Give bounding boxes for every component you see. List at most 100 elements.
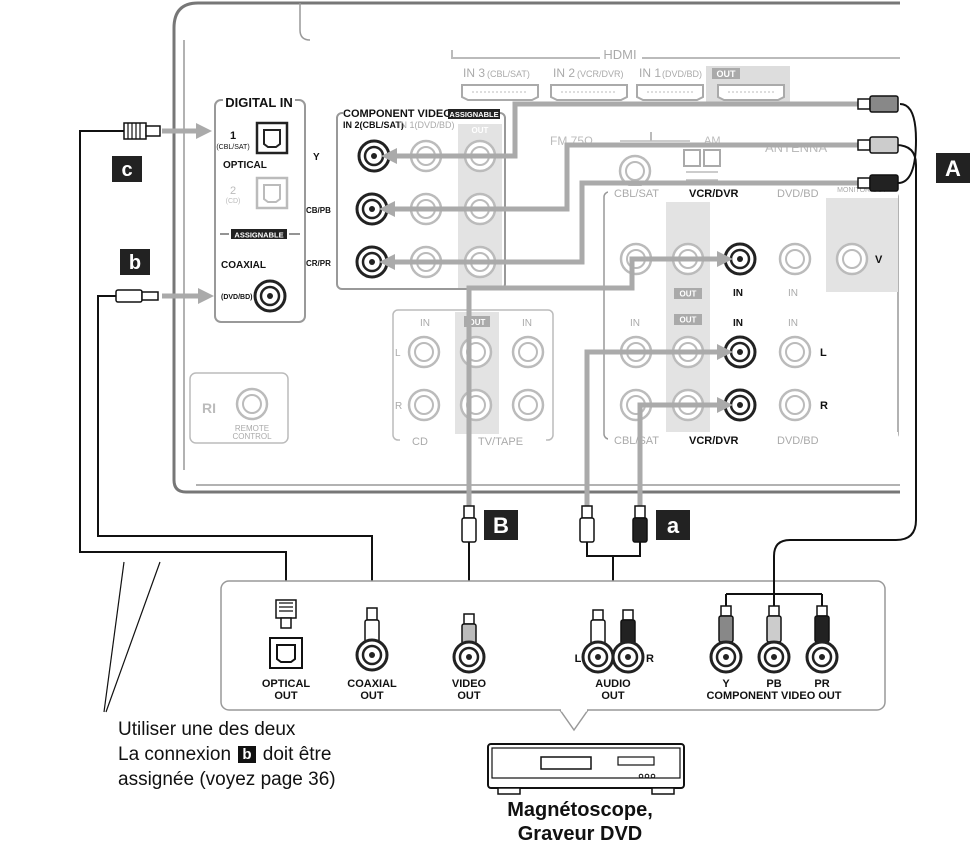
note-line-2-pre: La connexion	[118, 744, 232, 765]
audio-out-label-1: AUDIO	[595, 678, 631, 690]
digital-in-title: DIGITAL IN	[225, 95, 292, 110]
av-l-label: L	[820, 347, 827, 359]
component-in1-label: IN 1(DVD/BD)	[398, 120, 455, 130]
note-line-3: assignée (voyez page 36)	[118, 769, 336, 790]
note-line-2-post: doit être	[262, 744, 332, 765]
video-out-label-2: OUT	[457, 690, 481, 702]
optical-1-source: (CBL/SAT)	[216, 144, 249, 151]
cd-label: CD	[412, 436, 428, 448]
cd-r-label: R	[395, 401, 402, 412]
optical-in-1-port	[255, 121, 289, 155]
vcr-dvr-bottom-label: VCR/DVR	[689, 435, 739, 447]
cbl-sat-bottom-label: CBL/SAT	[614, 435, 659, 447]
video-out-jack	[452, 640, 486, 674]
optical-out-label-2: OUT	[274, 690, 298, 702]
antenna-section: FM 75Ω AM ANTENNA	[550, 132, 827, 188]
dvd-video-in-label: IN	[788, 288, 798, 299]
vcr-dvr-top-label: VCR/DVR	[689, 188, 739, 200]
hdmi-in3-label: IN 3	[463, 66, 485, 80]
hdmi-in3-source: (CBL/SAT)	[487, 69, 530, 79]
optical-out-port	[269, 637, 303, 669]
component-out-pb-label: PB	[766, 678, 781, 690]
remote-control-section: RI REMOTE CONTROL	[189, 372, 289, 444]
callout-b: b	[129, 252, 141, 274]
optical-1-label: 1	[230, 130, 236, 142]
cd-tvtape-section: IN OUT IN L R CD TV/TAPE	[392, 309, 554, 448]
component-out-y-label: Y	[722, 678, 730, 690]
note-badge-b: b	[238, 746, 256, 763]
callout-badges: c b A B a	[112, 153, 970, 540]
component-out-pr-label: PR	[814, 678, 829, 690]
coaxial-out-jack	[355, 638, 389, 672]
vcr-audio-in-label: IN	[733, 318, 743, 329]
device-name-line-2: Graveur DVD	[517, 823, 643, 845]
callout-a: a	[667, 513, 680, 538]
device-name-line-1: Magnétoscope,	[507, 799, 653, 821]
signal-paths	[162, 101, 862, 508]
av-r-label: R	[820, 400, 828, 412]
hdmi-in1-label: IN 1	[639, 66, 661, 80]
device-output-panel: OPTICAL OUT COAXIAL OUT VIDEO OUT L R AU…	[220, 580, 886, 732]
component-in2-label: IN 2(CBL/SAT)	[343, 120, 404, 130]
coaxial-out-label-1: COAXIAL	[347, 678, 397, 690]
video-out-label-1: VIDEO	[452, 678, 487, 690]
callout-B: B	[493, 513, 509, 538]
digital-cables	[79, 122, 373, 608]
audio-out-label-2: OUT	[601, 690, 625, 702]
vcr-video-out-label: OUT	[680, 290, 697, 299]
hdmi-out-port	[717, 84, 785, 101]
audio-r-label: R	[646, 653, 654, 665]
coaxial-source: (DVD/BD)	[221, 294, 253, 301]
tvtape-in-label: IN	[522, 318, 532, 329]
hdmi-in1-source: (DVD/BD)	[662, 69, 702, 79]
component-out-label: OUT	[472, 126, 489, 135]
dvd-bd-top-label: DVD/BD	[777, 188, 819, 200]
component-cable-plugs	[773, 95, 918, 580]
cd-l-label: L	[395, 348, 401, 359]
audio-l-label: L	[575, 653, 582, 665]
component-pr-label: CR/PR	[306, 259, 331, 268]
remote-label-2: CONTROL	[232, 432, 272, 441]
receiver-rear-panel	[172, 1, 900, 494]
usage-note: Utiliser une des deux La connexion b doi…	[118, 717, 336, 792]
component-y-label: Y	[313, 152, 320, 163]
component-out-pb-jack	[757, 640, 791, 674]
dvd-bd-bottom-label: DVD/BD	[777, 435, 819, 447]
note-pointer-lines	[103, 561, 161, 713]
audio-out-l-jack	[581, 640, 615, 674]
monitor-out-label: MONITOR OUT	[837, 187, 887, 194]
component-out-pr-jack	[805, 640, 839, 674]
vcr-video-in-label: IN	[733, 288, 743, 299]
tvtape-out-label: OUT	[469, 318, 486, 327]
component-video-out-label: COMPONENT VIDEO OUT	[706, 690, 841, 702]
hdmi-in1-port	[636, 84, 704, 101]
component-out-y-jack	[709, 640, 743, 674]
monitor-v-label: V	[875, 254, 883, 266]
optical-out-label-1: OPTICAL	[262, 678, 311, 690]
component-video-title: COMPONENT VIDEO	[343, 108, 452, 120]
vcr-audio-out-label: OUT	[680, 316, 697, 325]
dvd-audio-in-label: IN	[788, 318, 798, 329]
component-pb-label: CB/PB	[306, 206, 331, 215]
digital-in-section: DIGITAL IN 1 (CBL/SAT) OPTICAL 2 (CD) AS…	[214, 95, 306, 323]
hdmi-title: HDMI	[603, 47, 636, 62]
cbl-sat-top-label: CBL/SAT	[614, 188, 659, 200]
digital-assignable-badge: ASSIGNABLE	[234, 231, 283, 240]
hdmi-out-label: OUT	[717, 69, 737, 79]
hdmi-section: HDMI IN 3 (CBL/SAT) IN 2 (VCR/DVR) IN 1 …	[451, 47, 900, 102]
remote-label-1: REMOTE	[235, 424, 269, 433]
optical-in-2-port	[255, 176, 289, 210]
coaxial-label: COAXIAL	[221, 260, 266, 271]
optical-2-label: 2	[230, 185, 236, 197]
callout-c: c	[121, 159, 132, 181]
tvtape-label: TV/TAPE	[478, 436, 523, 448]
note-line-2: La connexion b doit être	[118, 742, 336, 767]
callout-A: A	[945, 156, 961, 181]
coaxial-in-jack	[253, 279, 287, 313]
signal-arrows	[196, 123, 733, 413]
hdmi-in2-source: (VCR/DVR)	[577, 69, 624, 79]
optical-2-source: (CD)	[226, 198, 241, 205]
analog-av-inputs: CBL/SAT VCR/DVR DVD/BD MONITOR OUT OUT O…	[603, 186, 899, 447]
cd-in-label: IN	[420, 318, 430, 329]
